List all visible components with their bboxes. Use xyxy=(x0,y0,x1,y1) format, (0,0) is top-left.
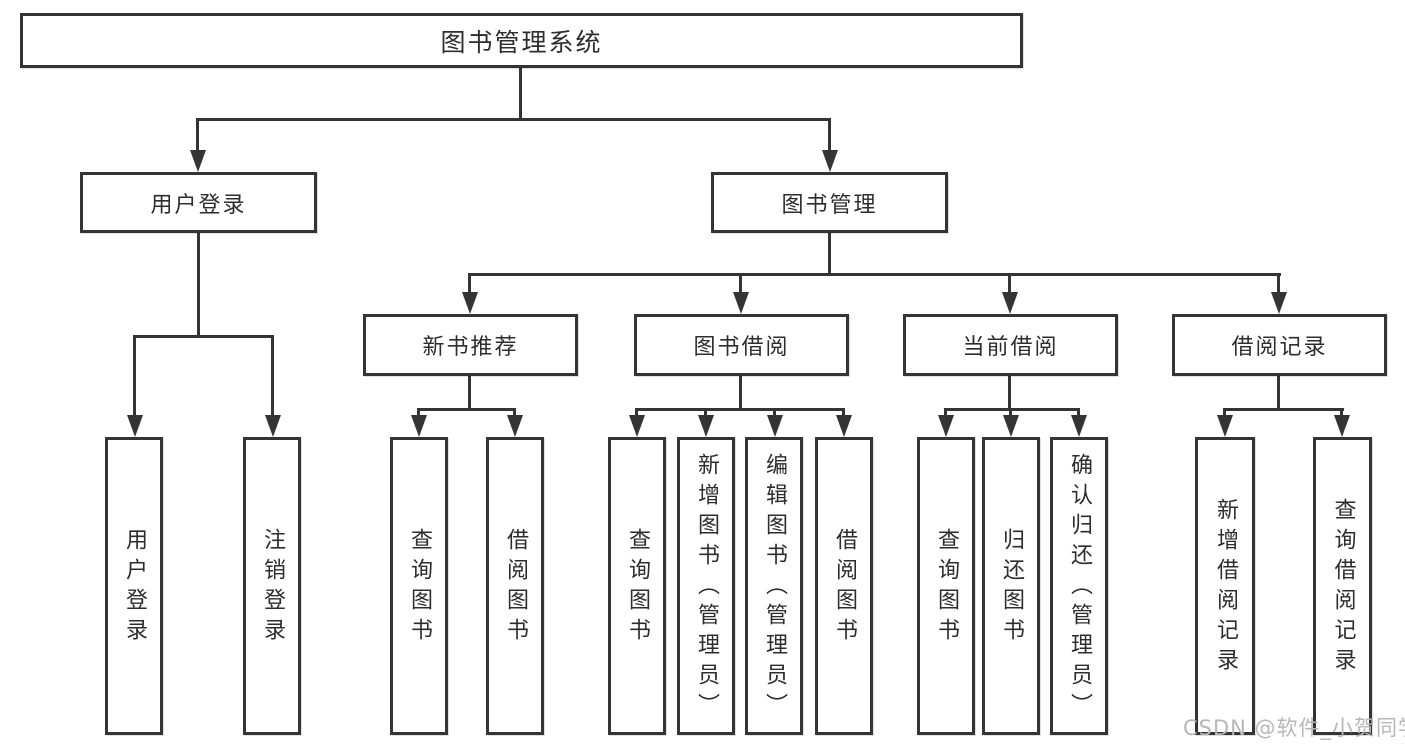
node-root-library-system: 图书管理系统 xyxy=(20,13,1023,68)
connector-book-mgmt-stem xyxy=(828,233,831,275)
connector-book-borrow-split xyxy=(635,408,845,411)
connector-arrow-query-book-2 xyxy=(635,408,638,415)
connector-arrow-query-book-3 xyxy=(944,408,947,415)
leaf-edit-book-admin: 编辑图书（管理员） xyxy=(745,437,803,735)
connector-arrow-new-book-rec xyxy=(468,273,471,292)
leaf-return-book: 归还图书 xyxy=(982,437,1040,735)
node-borrowing-records: 借阅记录 xyxy=(1172,314,1387,376)
connector-current-borrow-stem xyxy=(1008,376,1011,410)
connector-arrow-book-borrow xyxy=(739,273,742,292)
leaf-add-borrow-record: 新增借阅记录 xyxy=(1195,437,1255,735)
connector-book-borrow-stem xyxy=(739,376,742,410)
connector-arrow-current-borrow xyxy=(1008,273,1011,292)
leaf-confirm-return-admin: 确认归还（管理员） xyxy=(1050,437,1108,735)
connector-new-book-rec-stem xyxy=(468,376,471,410)
node-book-management: 图书管理 xyxy=(711,172,948,233)
leaf-query-book-current: 查询图书 xyxy=(917,437,975,735)
connector-arrow-add-book xyxy=(704,408,707,415)
connector-arrow-leaf-user-login xyxy=(133,335,136,415)
connector-arrow-leaf-logout xyxy=(271,335,274,415)
leaf-borrow-book-borrowing: 借阅图书 xyxy=(815,437,873,735)
connector-current-borrow-split xyxy=(944,408,1080,411)
leaf-add-book-admin: 新增图书（管理员） xyxy=(677,437,735,735)
leaf-query-borrow-record: 查询借阅记录 xyxy=(1313,437,1372,735)
connector-arrow-return-book xyxy=(1009,408,1012,415)
leaf-logout: 注销登录 xyxy=(243,437,301,735)
connector-root-split xyxy=(196,118,831,121)
connector-arrow-edit-book xyxy=(773,408,776,415)
connector-arrow-user-login xyxy=(196,118,199,150)
connector-arrow-confirm-return xyxy=(1077,408,1080,415)
leaf-query-book-borrowing: 查询图书 xyxy=(608,437,666,735)
node-book-borrowing: 图书借阅 xyxy=(634,314,849,376)
connector-borrow-record-split xyxy=(1223,408,1344,411)
leaf-query-book-recommend: 查询图书 xyxy=(390,437,448,735)
connector-arrow-borrow-record xyxy=(1277,273,1280,292)
connector-user-login-stem xyxy=(197,233,200,337)
connector-arrow-query-book-1 xyxy=(417,408,420,415)
node-new-book-recommendation: 新书推荐 xyxy=(363,314,578,376)
connector-arrow-borrow-book-2 xyxy=(842,408,845,415)
connector-borrow-record-stem xyxy=(1277,376,1280,410)
leaf-user-login: 用户登录 xyxy=(105,437,163,735)
node-current-borrowing: 当前借阅 xyxy=(903,314,1118,376)
connector-root-stem xyxy=(519,68,522,121)
connector-book-mgmt-split xyxy=(468,273,1281,276)
connector-user-login-split xyxy=(133,335,274,338)
connector-arrow-query-record xyxy=(1340,408,1343,415)
connector-arrow-add-record xyxy=(1223,408,1226,415)
connector-arrow-book-mgmt xyxy=(828,118,831,150)
csdn-watermark: CSDN @软件_小贺同学 xyxy=(1183,716,1405,740)
node-user-login: 用户登录 xyxy=(80,172,317,233)
connector-arrow-borrow-book-1 xyxy=(513,408,516,415)
leaf-borrow-book-recommend: 借阅图书 xyxy=(486,437,544,735)
connector-new-book-rec-split xyxy=(417,408,516,411)
